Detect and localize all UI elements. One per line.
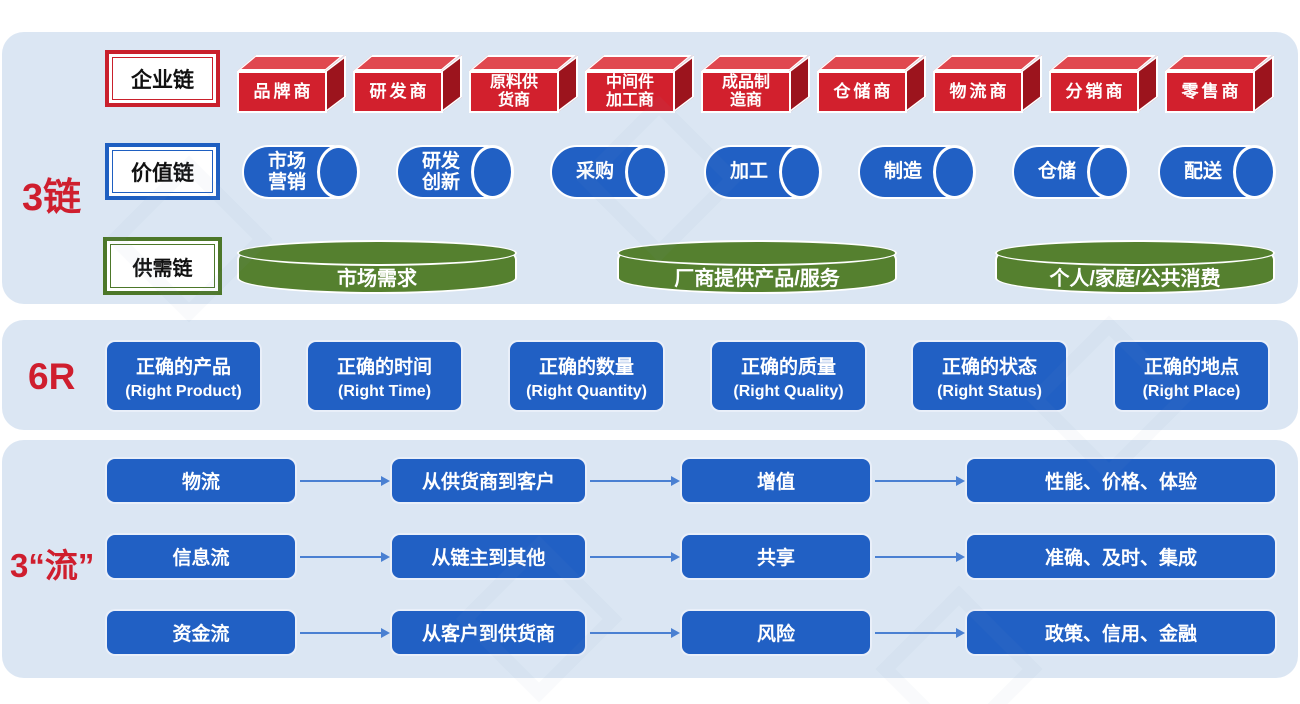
enterprise-node-intermediate: 中间件加工商 — [585, 55, 695, 113]
section-label-3-flows: 3“流” — [10, 547, 95, 584]
disk-top-ellipse — [617, 240, 897, 266]
value-node-processing: 加工 — [704, 145, 822, 199]
arrow-right-icon — [590, 552, 680, 562]
flow-capital: 资金流 — [105, 609, 297, 656]
panel-six-r: 6R 正确的产品(Right Product) 正确的时间(Right Time… — [2, 320, 1298, 430]
flow-capital-attributes: 政策、信用、金融 — [965, 609, 1277, 656]
cylinder-cap — [933, 145, 976, 199]
arrow-right-icon — [300, 476, 390, 486]
enterprise-node-distribution: 分销商 — [1049, 55, 1159, 113]
flow-information-value: 共享 — [680, 533, 872, 580]
arrow-right-icon — [300, 552, 390, 562]
enterprise-chain-legend: 企业链 — [105, 50, 220, 107]
flow-logistics: 物流 — [105, 457, 297, 504]
six-r-right-status: 正确的状态(Right Status) — [911, 340, 1068, 412]
supply-demand-chain-legend: 供需链 — [103, 237, 222, 295]
demand-node-consumption: 个人/家庭/公共消费 — [995, 240, 1275, 294]
enterprise-node-rnd: 研发商 — [353, 55, 463, 113]
arrow-right-icon — [875, 628, 965, 638]
enterprise-node-raw-material: 原料供货商 — [469, 55, 579, 113]
value-chain-legend: 价值链 — [105, 143, 220, 200]
six-r-right-place: 正确的地点(Right Place) — [1113, 340, 1270, 412]
enterprise-node-logistics: 物流商 — [933, 55, 1043, 113]
six-r-right-time: 正确的时间(Right Time) — [306, 340, 463, 412]
value-node-procurement: 采购 — [550, 145, 668, 199]
arrow-right-icon — [875, 552, 965, 562]
disk-top-ellipse — [237, 240, 517, 266]
six-r-right-quantity: 正确的数量(Right Quantity) — [508, 340, 665, 412]
panel-three-flows: 3“流” 物流 从供货商到客户 增值 性能、价格、体验 信息流 从链主到其他 共… — [2, 440, 1298, 678]
flow-capital-value: 风险 — [680, 609, 872, 656]
cylinder-cap — [625, 145, 668, 199]
value-node-manufacturing: 制造 — [858, 145, 976, 199]
six-r-right-quality: 正确的质量(Right Quality) — [710, 340, 867, 412]
cylinder-cap — [779, 145, 822, 199]
flow-logistics-value: 增值 — [680, 457, 872, 504]
arrow-right-icon — [300, 628, 390, 638]
cylinder-cap — [317, 145, 360, 199]
six-r-right-product: 正确的产品(Right Product) — [105, 340, 262, 412]
enterprise-node-finished-goods: 成品制造商 — [701, 55, 811, 113]
section-label-3-chains: 3链 — [22, 177, 82, 219]
arrow-right-icon — [875, 476, 965, 486]
cylinder-cap — [471, 145, 514, 199]
enterprise-node-retail: 零售商 — [1165, 55, 1275, 113]
arrow-right-icon — [590, 476, 680, 486]
flow-information: 信息流 — [105, 533, 297, 580]
value-node-marketing: 市场营销 — [242, 145, 360, 199]
flow-capital-direction: 从客户到供货商 — [390, 609, 587, 656]
flow-information-attributes: 准确、及时、集成 — [965, 533, 1277, 580]
enterprise-node-warehousing: 仓储商 — [817, 55, 927, 113]
panel-three-chains: 3链 企业链 品牌商 研发商 原料供货商 中间件加工商 成品制造商 — [2, 32, 1298, 304]
section-label-6r: 6R — [28, 356, 76, 397]
value-node-delivery: 配送 — [1158, 145, 1276, 199]
enterprise-node-brand: 品牌商 — [237, 55, 347, 113]
flow-information-direction: 从链主到其他 — [390, 533, 587, 580]
value-node-rnd-innovation: 研发创新 — [396, 145, 514, 199]
demand-node-market-demand: 市场需求 — [237, 240, 517, 294]
value-node-warehousing: 仓储 — [1012, 145, 1130, 199]
cylinder-cap — [1233, 145, 1276, 199]
disk-top-ellipse — [995, 240, 1275, 266]
arrow-right-icon — [590, 628, 680, 638]
flow-logistics-direction: 从供货商到客户 — [390, 457, 587, 504]
flow-logistics-attributes: 性能、价格、体验 — [965, 457, 1277, 504]
cylinder-cap — [1087, 145, 1130, 199]
demand-node-vendor-products: 厂商提供产品/服务 — [617, 240, 897, 294]
